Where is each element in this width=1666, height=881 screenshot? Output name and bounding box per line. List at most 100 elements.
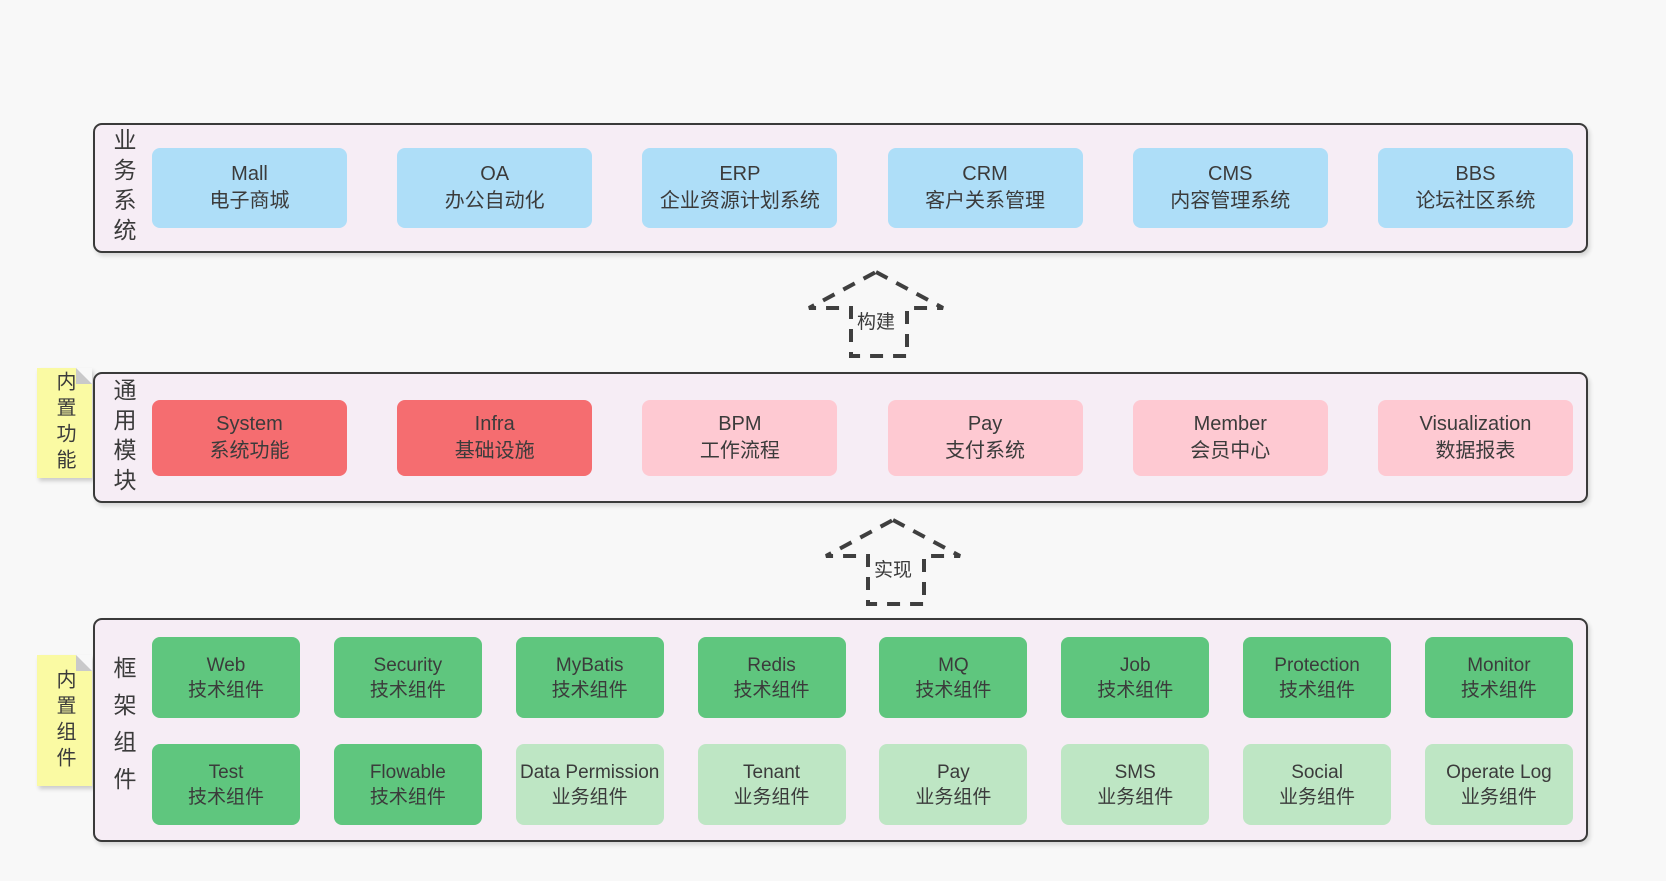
component-box-test: Test 技术组件 [152, 744, 300, 825]
band-label: 业务系统 [110, 128, 136, 248]
system-box-erp: ERP 企业资源计划系统 [642, 148, 838, 228]
module-box-pay: Pay 支付系统 [887, 399, 1083, 476]
box-desc: 业务组件 [733, 786, 810, 808]
box-name: Mall [231, 163, 268, 185]
box-desc: 技术组件 [551, 679, 628, 701]
component-box-job: Job 技术组件 [1061, 637, 1210, 718]
box-name: Social [1291, 761, 1343, 783]
module-box-member: Member 会员中心 [1132, 399, 1328, 476]
box-desc: 工作流程 [699, 439, 780, 462]
component-box-tenant: Tenant 业务组件 [697, 744, 846, 825]
band-label: 通用模块 [110, 377, 136, 498]
box-name: Test [208, 761, 244, 783]
component-box-sms: SMS 业务组件 [1061, 744, 1210, 825]
sticky-note-label: 内置组件 [53, 668, 75, 773]
component-box-flowable: Flowable 技术组件 [333, 744, 482, 825]
box-name: ERP [719, 163, 761, 185]
folded-corner-icon [76, 655, 92, 671]
component-box-data-permission: Data Permission 业务组件 [515, 744, 664, 825]
box-desc: 技术组件 [1097, 679, 1174, 701]
box-desc: 系统功能 [209, 439, 290, 462]
box-name: Security [373, 654, 443, 676]
band-common-modules: 通用模块 System 系统功能 Infra 基础设施 BPM 工作流程 Pay… [93, 372, 1588, 503]
box-name: BBS [1455, 163, 1496, 185]
box-name: Member [1193, 412, 1267, 435]
sticky-note-built-in-features: 内置功能 [37, 368, 92, 478]
box-desc: 论坛社区系统 [1415, 190, 1536, 212]
box-name: System [216, 412, 283, 435]
box-desc: 技术组件 [733, 679, 810, 701]
system-box-oa: OA 办公自动化 [397, 148, 593, 228]
box-name: MQ [938, 654, 969, 676]
box-desc: 业务组件 [1097, 786, 1174, 808]
box-desc: 办公自动化 [444, 190, 545, 212]
band-box-row: Mall 电子商城 OA 办公自动化 ERP 企业资源计划系统 CRM 客户关系… [152, 125, 1573, 251]
box-desc: 业务组件 [915, 786, 992, 808]
system-box-cms: CMS 内容管理系统 [1132, 148, 1328, 228]
component-box-web: Web 技术组件 [152, 637, 300, 718]
system-box-mall: Mall 电子商城 [152, 148, 347, 228]
box-name: Data Permission [519, 761, 660, 783]
module-box-bpm: BPM 工作流程 [642, 399, 838, 476]
box-desc: 技术组件 [1460, 679, 1537, 701]
box-name: Visualization [1419, 412, 1532, 435]
system-box-bbs: BBS 论坛社区系统 [1377, 148, 1573, 228]
sticky-note-label: 内置功能 [53, 371, 75, 475]
box-desc: 技术组件 [915, 679, 992, 701]
box-desc: 会员中心 [1190, 439, 1271, 462]
component-box-protection: Protection 技术组件 [1243, 637, 1392, 718]
box-desc: 技术组件 [1279, 679, 1356, 701]
component-box-redis: Redis 技术组件 [697, 637, 846, 718]
module-box-visualization: Visualization 数据报表 [1377, 399, 1573, 476]
component-box-social: Social 业务组件 [1243, 744, 1392, 825]
up-arrow-icon [825, 517, 961, 606]
box-name: Web [206, 654, 246, 676]
box-desc: 电子商城 [209, 190, 290, 212]
component-box-mq: MQ 技术组件 [879, 637, 1028, 718]
box-name: Pay [937, 761, 970, 783]
box-desc: 技术组件 [187, 679, 264, 701]
sticky-note-built-in-components: 内置组件 [37, 655, 92, 786]
box-name: Redis [747, 654, 796, 676]
box-desc: 业务组件 [1460, 786, 1537, 808]
arrow-label: 实现 [869, 554, 917, 583]
box-name: MyBatis [555, 654, 624, 676]
box-name: Protection [1274, 654, 1360, 676]
band-box-row-1: Web 技术组件 Security 技术组件 MyBatis 技术组件 Redi… [152, 637, 1573, 718]
box-name: CMS [1208, 163, 1253, 185]
box-desc: 技术组件 [369, 679, 446, 701]
box-name: BPM [718, 412, 762, 435]
box-desc: 客户关系管理 [925, 190, 1046, 212]
band-business-systems: 业务系统 Mall 电子商城 OA 办公自动化 ERP 企业资源计划系统 CRM… [93, 123, 1588, 253]
box-name: Pay [967, 412, 1003, 435]
module-box-system: System 系统功能 [152, 399, 347, 476]
component-box-monitor: Monitor 技术组件 [1424, 637, 1573, 718]
box-name: SMS [1114, 761, 1156, 783]
implement-arrow: 实现 [823, 516, 963, 608]
box-name: Operate Log [1446, 761, 1552, 783]
box-name: CRM [962, 163, 1008, 185]
system-box-crm: CRM 客户关系管理 [887, 148, 1083, 228]
arrow-label: 构建 [852, 306, 900, 335]
band-box-row-2: Test 技术组件 Flowable 技术组件 Data Permission … [152, 744, 1573, 825]
box-name: Tenant [743, 761, 801, 783]
up-arrow-icon [808, 269, 944, 358]
box-desc: 业务组件 [551, 786, 628, 808]
box-name: Job [1119, 654, 1151, 676]
box-desc: 内容管理系统 [1170, 190, 1291, 212]
box-desc: 企业资源计划系统 [659, 190, 820, 212]
band-box-row: System 系统功能 Infra 基础设施 BPM 工作流程 Pay 支付系统… [152, 374, 1573, 501]
component-box-mybatis: MyBatis 技术组件 [515, 637, 664, 718]
component-box-security: Security 技术组件 [333, 637, 482, 718]
box-desc: 数据报表 [1435, 439, 1516, 462]
box-desc: 业务组件 [1279, 786, 1356, 808]
box-name: Monitor [1467, 654, 1531, 676]
box-desc: 基础设施 [454, 439, 535, 462]
band-framework-components: 框架组件 Web 技术组件 Security 技术组件 MyBatis 技术组件… [93, 618, 1588, 842]
module-box-infra: Infra 基础设施 [397, 399, 593, 476]
box-desc: 技术组件 [187, 786, 264, 808]
box-name: Flowable [369, 761, 446, 783]
box-desc: 支付系统 [945, 439, 1026, 462]
box-name: Infra [474, 412, 515, 435]
